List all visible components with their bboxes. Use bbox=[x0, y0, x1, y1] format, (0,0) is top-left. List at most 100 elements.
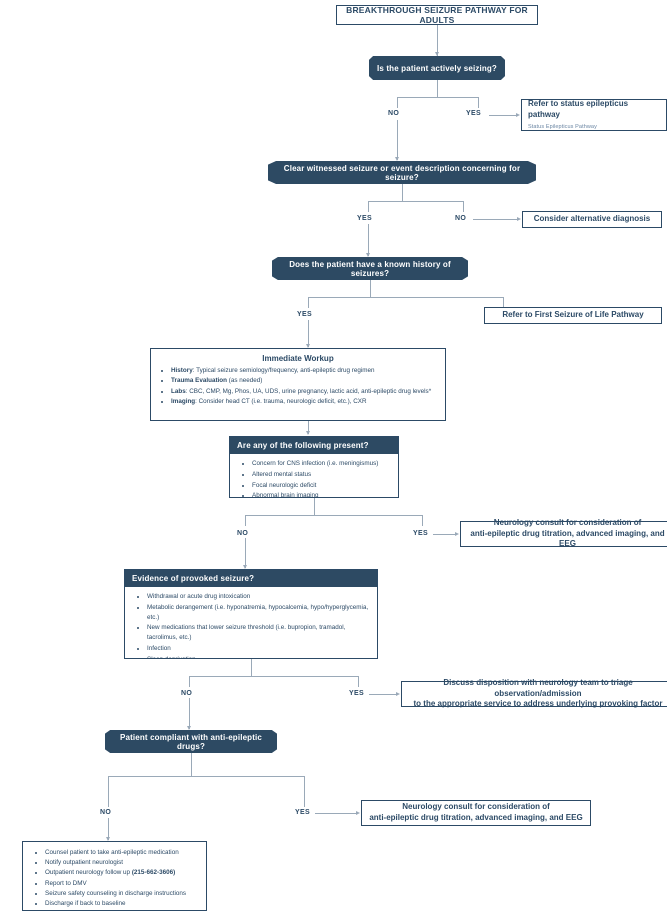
card-immediate-workup: Immediate Workup History: Typical seizur… bbox=[150, 348, 446, 421]
red-flags-item: Abnormal brain imaging bbox=[252, 491, 390, 497]
workup-item-text: : CBC, CMP, Mg, Phos, UA, UDS, urine pre… bbox=[185, 387, 432, 395]
workup-item: Imaging: Consider head CT (i.e. trauma, … bbox=[171, 397, 437, 406]
box-first-seizure-of-life-pathway[interactable]: Refer to First Seizure of Life Pathway bbox=[484, 307, 662, 324]
connector-d1-yes-h bbox=[489, 115, 517, 116]
connector-title-d1 bbox=[437, 25, 438, 56]
connector-d2-no-h bbox=[473, 219, 518, 220]
connector-d3-yes bbox=[308, 297, 309, 308]
workup-item-text: (as needed) bbox=[227, 377, 263, 385]
connector-d2-yes-v bbox=[368, 224, 369, 256]
decision-actively-seizing[interactable]: Is the patient actively seizing? bbox=[369, 56, 505, 80]
label-d6-no: NO bbox=[100, 809, 112, 816]
workup-item: Labs: CBC, CMP, Mg, Phos, UA, UDS, urine… bbox=[171, 387, 437, 396]
workup-item-label: Labs bbox=[171, 387, 186, 395]
arrowhead-d6 bbox=[186, 726, 191, 730]
provoked-seizure-list: Withdrawal or acute drug intoxication Me… bbox=[125, 587, 377, 659]
disposition-line2: to the appropriate service to address un… bbox=[413, 699, 663, 709]
connector-d6-no-v bbox=[108, 818, 109, 840]
arrowhead-d3 bbox=[365, 253, 370, 257]
connector-d4-yes bbox=[422, 515, 423, 526]
arrowhead-discharge bbox=[105, 837, 110, 841]
box-discuss-disposition[interactable]: Discuss disposition with neurology team … bbox=[401, 677, 667, 709]
workup-item: History: Typical seizure semiology/frequ… bbox=[171, 366, 437, 375]
label-d2-no: NO bbox=[455, 215, 467, 222]
connector-d3-bar bbox=[308, 297, 503, 298]
workup-item-label: Imaging bbox=[171, 398, 196, 406]
arrowhead-alt-dx bbox=[517, 216, 521, 221]
connector-d2-stem bbox=[402, 184, 403, 201]
workup-item-text: : Consider head CT (i.e. trauma, neurolo… bbox=[195, 398, 367, 406]
box-status-epilepticus-pathway[interactable]: Refer to status epilepticus pathway Stat… bbox=[521, 99, 667, 131]
connector-d5-yes bbox=[358, 676, 359, 687]
arrowhead-disposition bbox=[396, 691, 400, 696]
neuro-consult-1-line2: anti-epileptic drug titration, advanced … bbox=[470, 528, 665, 549]
connector-d6-yes bbox=[304, 776, 305, 787]
discharge-list: Counsel patient to take anti-epileptic m… bbox=[23, 842, 206, 915]
arrowhead-workup bbox=[305, 344, 310, 348]
connector-d6-bar bbox=[108, 776, 304, 777]
connector-d3-no bbox=[503, 297, 504, 308]
discharge-item: Seizure safety counseling in discharge i… bbox=[45, 889, 200, 899]
label-d4-yes: YES bbox=[413, 530, 428, 537]
arrowhead-neuro-consult-2 bbox=[356, 810, 360, 815]
discharge-item: Report to DMV bbox=[45, 879, 200, 889]
connector-d2-bar bbox=[368, 201, 463, 202]
connector-d6-yes-h bbox=[315, 813, 357, 814]
connector-d4-no bbox=[245, 515, 246, 526]
connector-d5-no-v bbox=[189, 698, 190, 729]
connector-d6-yes-drop bbox=[304, 787, 305, 807]
box-neurology-consult-eeg-1[interactable]: Neurology consult for consideration of a… bbox=[460, 517, 667, 548]
provoked-seizure-header: Evidence of provoked seizure? bbox=[125, 570, 377, 587]
discharge-item: Counsel patient to take anti-epileptic m… bbox=[45, 848, 200, 858]
provoked-seizure-item: Withdrawal or acute drug intoxication bbox=[147, 592, 369, 602]
connector-d6-no bbox=[108, 776, 109, 787]
connector-d6-stem bbox=[191, 753, 192, 776]
red-flags-item: Altered mental status bbox=[252, 470, 390, 480]
workup-list: History: Typical seizure semiology/frequ… bbox=[151, 366, 445, 413]
red-flags-item: Concern for CNS infection (i.e. meningis… bbox=[252, 459, 390, 469]
connector-d5-yes-h bbox=[369, 694, 397, 695]
discharge-item: Notify outpatient neurologist bbox=[45, 858, 200, 868]
workup-item: Trauma Evaluation (as needed) bbox=[171, 376, 437, 385]
discharge-item: Discharge if back to baseline bbox=[45, 899, 200, 909]
provoked-seizure-item: Infection bbox=[147, 644, 369, 654]
connector-d3-stem bbox=[370, 280, 371, 297]
red-flags-header: Are any of the following present? bbox=[230, 437, 398, 454]
arrowhead-d5 bbox=[242, 565, 247, 569]
connector-d2-yes bbox=[368, 201, 369, 212]
box-consider-alternative-diagnosis[interactable]: Consider alternative diagnosis bbox=[522, 211, 662, 228]
box-discharge-actions: Counsel patient to take anti-epileptic m… bbox=[22, 841, 207, 911]
disposition-line1: Discuss disposition with neurology team … bbox=[443, 677, 633, 698]
neurology-phone-number: (215-662-3606) bbox=[131, 869, 176, 877]
connector-d1-no bbox=[397, 97, 398, 108]
status-epilepticus-sublink[interactable]: Status Epilepticus Pathway bbox=[528, 123, 597, 130]
workup-item-label: History bbox=[171, 367, 193, 374]
label-d1-yes: YES bbox=[466, 110, 481, 117]
label-d5-yes: YES bbox=[349, 690, 364, 697]
status-epilepticus-text: Refer to status epilepticus pathway bbox=[528, 99, 629, 119]
provoked-seizure-item: Metabolic derangement (i.e. hyponatremia… bbox=[147, 603, 369, 623]
connector-workup-d4 bbox=[308, 421, 309, 434]
arrowhead-title-d1 bbox=[434, 52, 439, 56]
connector-d1-stem bbox=[437, 80, 438, 97]
connector-d4-yes-h bbox=[433, 534, 456, 535]
decision-patient-compliant[interactable]: Patient compliant with anti-epileptic dr… bbox=[105, 730, 277, 753]
decision-clear-witnessed-seizure[interactable]: Clear witnessed seizure or event descrip… bbox=[268, 161, 536, 184]
connector-d1-no-v bbox=[397, 120, 398, 160]
connector-d6-no-drop bbox=[108, 787, 109, 807]
decision-known-history-seizures[interactable]: Does the patient have a known history of… bbox=[272, 257, 468, 280]
neuro-consult-1-line1: Neurology consult for consideration of bbox=[493, 517, 642, 527]
provoked-seizure-item: Sleep deprivation bbox=[147, 655, 369, 659]
connector-d3-yes-v bbox=[308, 320, 309, 347]
label-d3-yes: YES bbox=[297, 311, 312, 318]
discharge-item: Outpatient neurology follow up (215-662-… bbox=[45, 868, 200, 878]
label-d2-yes: YES bbox=[357, 215, 372, 222]
box-neurology-consult-eeg-2[interactable]: Neurology consult for consideration of a… bbox=[361, 800, 591, 826]
neuro-consult-2-line1: Neurology consult for consideration of bbox=[402, 802, 550, 812]
red-flags-item: Focal neurologic deficit bbox=[252, 481, 390, 491]
workup-item-label: Trauma Evaluation bbox=[171, 377, 227, 385]
connector-d4-no-v bbox=[245, 538, 246, 568]
arrowhead-d2 bbox=[394, 157, 399, 161]
arrowhead-status-epilepticus bbox=[516, 112, 520, 117]
